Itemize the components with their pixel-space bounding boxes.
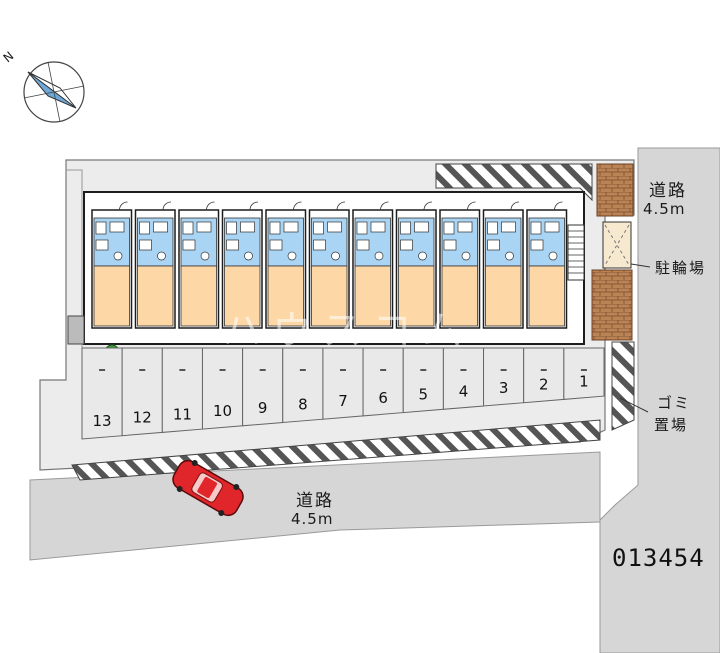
apartment-unit	[221, 201, 263, 329]
parking-space: 9	[242, 347, 284, 427]
parking-number: 5	[419, 386, 429, 404]
parking-number: 2	[539, 376, 549, 394]
apartment-unit	[265, 201, 307, 329]
parking-number: 3	[499, 379, 509, 397]
apartment-unit	[352, 201, 394, 329]
apartment-unit	[526, 201, 568, 329]
east-road-width: 4.5m	[643, 200, 686, 218]
plan-id: 013454	[612, 544, 705, 572]
parking-number: 4	[459, 382, 469, 400]
apartment-unit	[178, 201, 220, 329]
parking-space: 7	[322, 347, 364, 420]
utility-box	[67, 315, 85, 345]
parking-number: 9	[258, 399, 268, 417]
watermark-logo: ハウスコム	[222, 308, 472, 354]
parking-number: 6	[378, 389, 388, 407]
apartment-unit	[308, 201, 350, 329]
apartment-unit	[134, 201, 176, 329]
parking-number: 11	[173, 405, 192, 423]
stairs	[567, 224, 585, 281]
parking-space: 10	[201, 347, 244, 430]
parking-space: 6	[362, 347, 404, 417]
parking-space: 11	[161, 347, 203, 433]
parking-lot: 13 12 11 10 9 8 7 6 5 4 3 2 1	[81, 347, 605, 440]
apartment-unit	[395, 201, 437, 329]
lot-inner-boundary	[66, 169, 83, 380]
parking-space: 13	[81, 347, 123, 440]
garbage-area-label-line2: 置場	[654, 416, 689, 434]
south-road-width: 4.5m	[291, 510, 334, 528]
hatched-areas	[71, 163, 635, 481]
parking-space: 4	[442, 347, 485, 410]
garbage-area-label-line1: ゴミ	[657, 394, 692, 412]
bicycle-parking-label: 駐輪場	[655, 259, 707, 277]
parking-number: 12	[133, 409, 152, 427]
parking-number: 8	[298, 396, 308, 414]
parking-space: 5	[402, 347, 444, 414]
parking-space: 12	[121, 347, 163, 437]
apartment-unit	[91, 201, 133, 329]
parking-space: 2	[523, 347, 565, 404]
callout-lines	[619, 263, 651, 413]
parking-number: 13	[93, 412, 112, 430]
parking-number: 10	[213, 402, 232, 420]
apartment-unit	[439, 201, 481, 329]
parking-space: 3	[483, 347, 525, 407]
parking-space: 8	[282, 347, 324, 424]
parking-space: 1	[563, 347, 605, 400]
east-road	[599, 147, 720, 653]
car-icon	[172, 459, 244, 517]
apartment-building	[83, 191, 585, 345]
compass-icon	[23, 61, 85, 123]
bicycle-parking-area	[602, 221, 632, 269]
apartment-unit	[482, 201, 524, 329]
east-road-name: 道路	[649, 181, 687, 201]
parking-number: 7	[338, 392, 348, 410]
parking-number: 1	[579, 372, 589, 390]
south-road-name: 道路	[296, 491, 334, 511]
brick-walls	[591, 163, 634, 341]
